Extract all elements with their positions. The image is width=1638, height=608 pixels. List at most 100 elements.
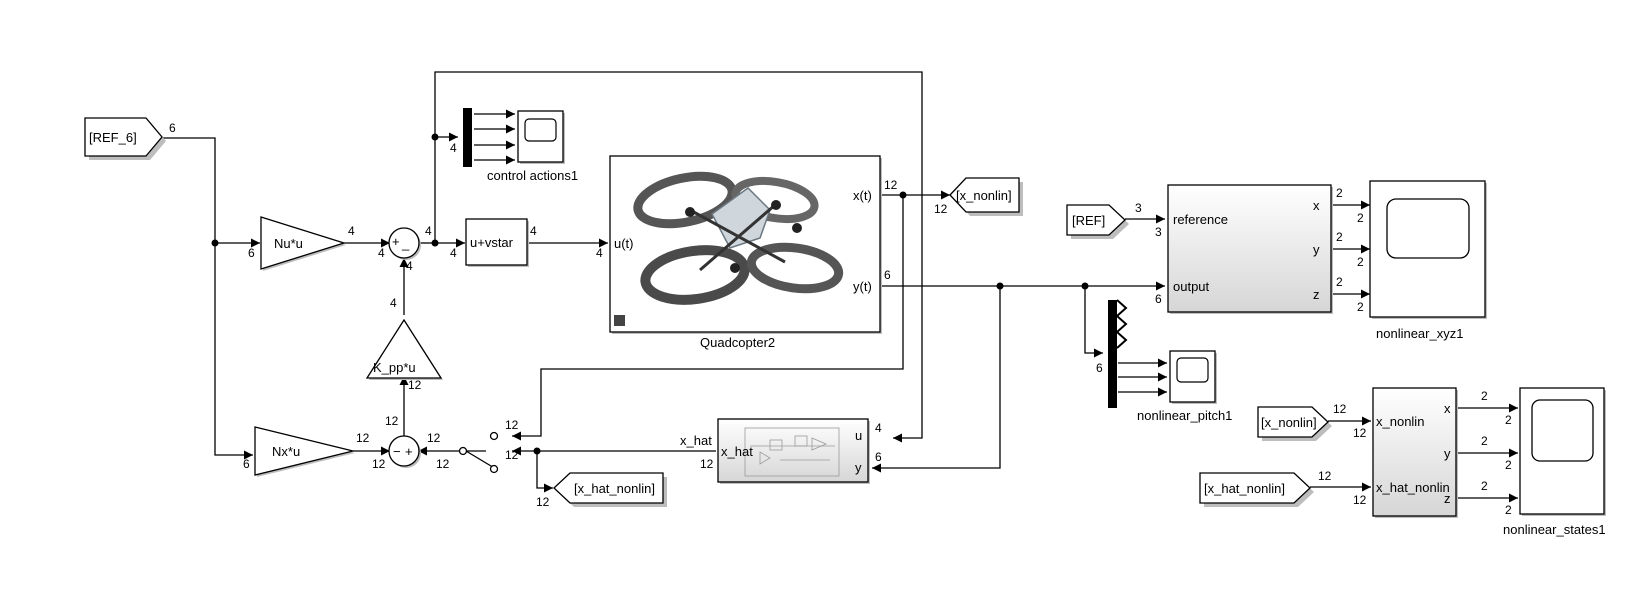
obs-line-label: x_hat xyxy=(680,433,712,448)
dim-kpp-out: 4 xyxy=(390,296,397,310)
nonlinear-states-scope[interactable]: nonlinear_states1 xyxy=(1503,387,1606,537)
sub2-port-xhatnonlin: x_hat_nonlin xyxy=(1376,480,1450,495)
nonlinear-pitch-scope[interactable]: nonlinear_pitch1 xyxy=(1137,350,1232,423)
dim-kpp-into-sum: 4 xyxy=(406,259,413,273)
dim-nx-in: 6 xyxy=(243,457,250,471)
control-actions-name: control actions1 xyxy=(487,168,578,183)
branch-points xyxy=(211,133,1089,455)
gain-kpp-block[interactable]: K_pp*u xyxy=(365,318,443,380)
dim-nu-in: 6 xyxy=(248,246,255,260)
quadcopter-drone-icon xyxy=(633,171,844,305)
gain-nx-block[interactable]: Nx*u xyxy=(254,426,355,477)
dim-sub2-xhat-in: 12 xyxy=(1353,493,1367,507)
dim-nx-out: 12 xyxy=(356,431,370,445)
gain-nx-label: Nx*u xyxy=(272,444,300,459)
from-ref6-block[interactable]: [REF_6] xyxy=(84,117,166,160)
quad-in-port: u(t) xyxy=(614,236,634,251)
scope-screen-icon xyxy=(1176,357,1209,383)
dim-sub2-xnonlin-in: 12 xyxy=(1353,426,1367,440)
dim-sub1-y-out: 2 xyxy=(1336,230,1343,244)
subsystem-states-block[interactable]: x_nonlin x_hat_nonlin x y z xyxy=(1372,387,1458,518)
dim-sub1-x-out: 2 xyxy=(1336,186,1343,200)
dim-states-y-in: 2 xyxy=(1505,458,1512,472)
goto-x-nonlin-block[interactable]: [x_nonlin] xyxy=(949,177,1023,216)
dim-xhat-goto: 12 xyxy=(536,495,550,509)
dim-sum1-in: 4 xyxy=(378,246,385,260)
dim-mux-out: 4 xyxy=(450,141,457,155)
dim-obs-u-in: 4 xyxy=(875,421,882,435)
dim-ref-out: 3 xyxy=(1135,201,1142,215)
dim-switch-out: 12 xyxy=(436,457,450,471)
dim-x-nonlin-goto: 12 xyxy=(934,202,948,216)
dim-quad-x-out: 12 xyxy=(884,178,898,192)
gain-nu-block[interactable]: Nu*u xyxy=(260,216,347,271)
dim-quad-y-out: 6 xyxy=(884,268,891,282)
sum-bottom-minus: − xyxy=(393,444,401,459)
ref-tag: [REF] xyxy=(1072,213,1105,228)
pitch-demux-block[interactable] xyxy=(1108,299,1128,408)
dim-demux-in: 6 xyxy=(1096,361,1103,375)
uvstar-label: u+vstar xyxy=(470,235,514,250)
subsystem-xyz-block[interactable]: reference output x y z xyxy=(1167,184,1333,314)
dim-states-x-in: 2 xyxy=(1505,413,1512,427)
gain-nu-label: Nu*u xyxy=(274,236,303,251)
sum-bottom-plus: + xyxy=(405,444,413,459)
dim-sum2-in2: 12 xyxy=(427,431,441,445)
obs-port-u: u xyxy=(855,428,862,443)
obs-port-y: y xyxy=(855,460,862,475)
sum-bottom-block[interactable]: − + xyxy=(388,435,421,468)
quadcopter-name: Quadcopter2 xyxy=(700,335,775,350)
dim-obs-out: 12 xyxy=(700,457,714,471)
dim-scope-y-in: 2 xyxy=(1357,255,1364,269)
goto-x-nonlin-tag: [x_nonlin] xyxy=(956,188,1012,203)
scope-screen-icon xyxy=(1386,198,1470,259)
dim-switch-in-bottom: 12 xyxy=(505,448,519,462)
nonlinear-xyz-scope[interactable]: nonlinear_xyz1 xyxy=(1369,180,1487,341)
dim-sum2-out: 12 xyxy=(385,414,399,428)
dim-switch-in-top: 12 xyxy=(505,418,519,432)
sum-top-minus: _ xyxy=(401,236,410,251)
control-mux-block[interactable] xyxy=(463,108,472,167)
from-x-hat-nonlin-tag: [x_hat_nonlin] xyxy=(1204,481,1285,496)
dim-x-hat-nonlin-from: 12 xyxy=(1318,469,1332,483)
sub1-port-output: output xyxy=(1173,279,1210,294)
scope-screen-icon xyxy=(1531,399,1594,462)
from-x-nonlin-block[interactable]: [x_nonlin] xyxy=(1257,406,1332,441)
dim-states-z-in: 2 xyxy=(1505,503,1512,517)
nonlinear-pitch-name: nonlinear_pitch1 xyxy=(1137,408,1232,423)
signal-lines[interactable] xyxy=(162,71,1518,503)
sum-top-plus: + xyxy=(392,234,400,249)
dim-ref6: 6 xyxy=(169,121,176,135)
sum-top-block[interactable]: + _ xyxy=(388,227,421,260)
control-actions-scope[interactable]: control actions1 xyxy=(487,110,578,183)
dim-nu-out: 4 xyxy=(348,224,355,238)
lock-icon xyxy=(614,315,625,326)
obs-port-xhat: x_hat xyxy=(721,444,753,459)
gain-kpp-label: K_pp*u xyxy=(373,360,416,375)
dim-sub2-x-out: 2 xyxy=(1481,389,1488,403)
sub2-port-z: z xyxy=(1444,491,1451,506)
dim-scope-z-in: 2 xyxy=(1357,300,1364,314)
sub2-port-y: y xyxy=(1444,446,1451,461)
dim-sum1-out: 4 xyxy=(425,224,432,238)
dim-scope-x-in: 2 xyxy=(1357,211,1364,225)
observer-subsystem-block[interactable]: x_hat u y xyxy=(717,418,870,484)
goto-x-hat-nonlin-block[interactable]: [x_hat_nonlin] xyxy=(553,472,667,507)
uvstar-block[interactable]: u+vstar xyxy=(465,218,529,267)
line-labels: x_hat xyxy=(680,433,712,448)
from-ref-block[interactable]: [REF] xyxy=(1066,204,1129,239)
sub1-port-z: z xyxy=(1313,287,1320,302)
sub1-port-y: y xyxy=(1313,242,1320,257)
sub1-port-reference: reference xyxy=(1173,212,1228,227)
from-x-hat-nonlin-block[interactable]: [x_hat_nonlin] xyxy=(1199,472,1314,507)
goto-x-hat-nonlin-tag: [x_hat_nonlin] xyxy=(574,481,655,496)
dim-obs-y-in: 6 xyxy=(875,450,882,464)
quad-out-y-port: y(t) xyxy=(853,279,872,294)
dim-sum2-in1: 12 xyxy=(372,457,386,471)
dim-sub1-out-in: 6 xyxy=(1155,292,1162,306)
manual-switch-block[interactable] xyxy=(458,431,499,474)
scope-screen-icon xyxy=(524,118,557,142)
subsystem-preview-icon xyxy=(744,427,840,477)
quadcopter-block[interactable]: u(t) x(t) y(t) Quadcopter2 xyxy=(609,155,882,350)
